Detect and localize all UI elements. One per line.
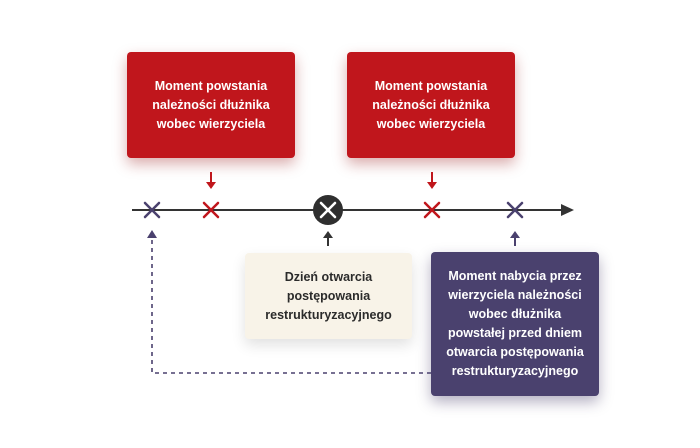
x-mark-icon bbox=[143, 201, 161, 219]
x-mark-icon bbox=[202, 201, 220, 219]
arrow-up-icon bbox=[147, 230, 157, 238]
creditor-claim-label-right: Moment powstania należności dłużnika wob… bbox=[372, 78, 490, 131]
timeline-axis bbox=[132, 204, 574, 216]
x-mark-icon bbox=[423, 201, 441, 219]
acquisition-moment-box: Moment nabycia przez wierzyciela należno… bbox=[431, 252, 599, 396]
arrow-down-icon bbox=[427, 172, 437, 189]
creditor-claim-box-right: Moment powstania należności dłużnika wob… bbox=[347, 52, 515, 158]
creditor-claim-label-left: Moment powstania należności dłużnika wob… bbox=[152, 78, 270, 131]
arrow-up-icon bbox=[323, 231, 333, 246]
opening-day-label: Dzień otwarcia postępowania restrukturyz… bbox=[265, 269, 392, 322]
creditor-claim-box-left: Moment powstania należności dłużnika wob… bbox=[127, 52, 295, 158]
opening-day-box: Dzień otwarcia postępowania restrukturyz… bbox=[245, 253, 412, 339]
timeline-arrowhead-icon bbox=[561, 204, 574, 216]
acquisition-moment-label: Moment nabycia przez wierzyciela należno… bbox=[446, 269, 584, 378]
arrow-down-icon bbox=[206, 172, 216, 189]
dashed-connector bbox=[147, 230, 431, 374]
x-mark-icon bbox=[506, 201, 524, 219]
arrow-up-icon bbox=[510, 231, 520, 246]
x-circle-icon bbox=[313, 195, 343, 225]
